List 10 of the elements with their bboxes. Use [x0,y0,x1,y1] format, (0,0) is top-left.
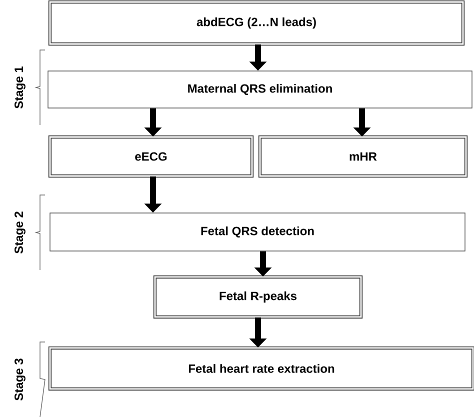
stage-label: Stage 2 [14,212,26,254]
process-box: mHR [258,135,468,178]
stage-label: Stage 3 [14,358,26,400]
process-box: Maternal QRS elimination [48,70,472,108]
process-box: Fetal heart rate extraction [48,346,474,391]
process-box: eECG [48,135,254,178]
process-box: abdECG (2…N leads) [48,0,465,46]
process-box: Fetal QRS detection [50,212,466,252]
process-box: Fetal R-peaks [153,275,363,319]
stage-label: Stage 1 [14,66,26,108]
